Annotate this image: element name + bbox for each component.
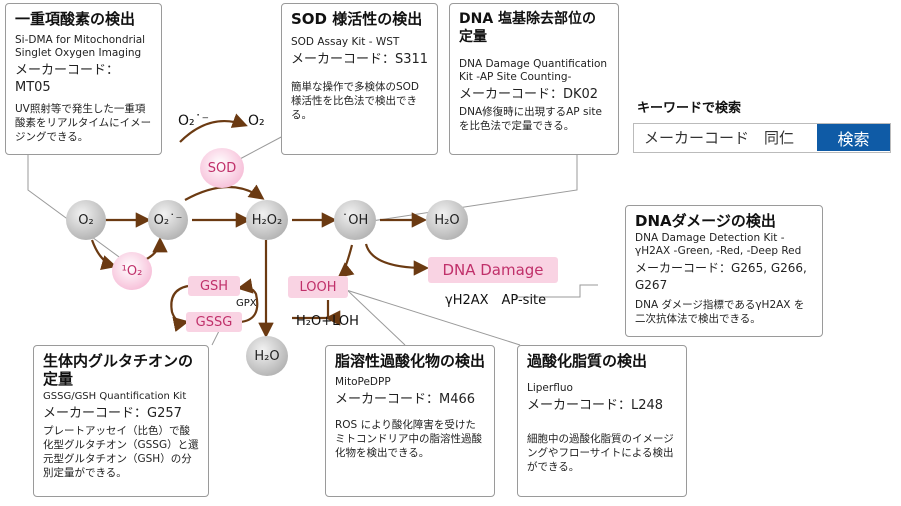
oxygen-top-label: O₂ <box>248 113 265 129</box>
superoxide-node: O₂˙⁻ <box>148 200 188 240</box>
liperfluo-card[interactable]: 過酸化脂質の検出 Liperfluo メーカーコード：L248 細胞中の過酸化脂… <box>517 345 687 497</box>
product-name: DNA Damage Detection Kit - γH2AX -Green,… <box>635 232 802 257</box>
product-name: DNA Damage Quantification Kit -AP Site C… <box>459 58 608 83</box>
hydroxyl-radical-node: ˙OH <box>334 200 376 240</box>
search-button[interactable]: 検索 <box>817 124 890 151</box>
oxygen-node: O₂ <box>66 200 106 240</box>
superoxide-top-label: O₂˙⁻ <box>178 113 210 129</box>
gsh-tag: GSH <box>188 276 240 296</box>
singlet-oxygen-card[interactable]: 一重項酸素の検出 Si-DMA for Mitochondrial Single… <box>5 3 162 155</box>
product-name: SOD Assay Kit - WST <box>291 36 400 48</box>
water-loh-label: H₂O+LOH <box>296 314 359 329</box>
glutathione-card[interactable]: 生体内グルタチオンの定量 GSSG/GSH Quantification Kit… <box>33 345 209 497</box>
card-description: DNA ダメージ指標であるγH2AX を二次抗体法で検出できる。 <box>635 299 805 325</box>
maker-code: メーカーコード：G257 <box>43 406 182 421</box>
water-node-bottom: H₂O <box>246 336 288 376</box>
gh2ax-ap-site-label: γH2AX AP-site <box>445 293 547 308</box>
card-title: 脂溶性過酸化物の検出 <box>335 352 486 370</box>
card-title: 過酸化脂質の検出 <box>527 352 648 370</box>
maker-code: メーカーコード：M466 <box>335 392 476 407</box>
sod-activity-card[interactable]: SOD 様活性の検出 SOD Assay Kit - WST メーカーコード：S… <box>281 3 438 155</box>
product-name: Si-DMA for Mitochondrial Singlet Oxygen … <box>15 34 146 59</box>
gpx-label: GPX <box>236 298 257 309</box>
sod-enzyme-node: SOD <box>200 148 244 188</box>
card-title: DNA 塩基除去部位の定量 <box>459 11 597 45</box>
card-description: UV照射等で発生した一重項酸素をリアルタイムにイメージングできる。 <box>15 103 152 143</box>
card-title: SOD 様活性の検出 <box>291 10 423 28</box>
card-title: 生体内グルタチオンの定量 <box>43 352 194 388</box>
search-heading: キーワードで検索 <box>637 101 742 116</box>
card-description: 細胞中の過酸化脂質のイメージングやフローサイトによる検出ができる。 <box>527 433 674 473</box>
product-name: Liperfluo <box>527 382 573 394</box>
singlet-oxygen-node: ¹O₂ <box>112 252 152 290</box>
maker-code: メーカーコード：L248 <box>527 398 664 413</box>
maker-code: メーカーコード：MT05 <box>15 63 120 95</box>
maker-code: メーカーコード：DK02 <box>459 87 599 102</box>
card-title: DNAダメージの検出 <box>635 212 776 230</box>
water-node-right: H₂O <box>426 200 468 240</box>
card-description: プレートアッセイ（比色）で酸化型グルタチオン（GSSG）と還元型グルタチオン（G… <box>43 425 199 479</box>
card-description: DNA修復時に出現するAP site を比色法で定量できる。 <box>459 106 602 132</box>
product-name: GSSG/GSH Quantification Kit <box>43 391 187 402</box>
ap-site-card[interactable]: DNA 塩基除去部位の定量 DNA Damage Quantification … <box>449 3 619 155</box>
hydrogen-peroxide-node: H₂O₂ <box>246 200 288 240</box>
card-title: 一重項酸素の検出 <box>15 10 136 28</box>
dna-damage-tag: DNA Damage <box>428 257 558 283</box>
dna-damage-card[interactable]: DNAダメージの検出 DNA Damage Detection Kit - γH… <box>625 205 823 337</box>
card-description: 簡単な操作で多検体のSOD様活性を比色法で検出できる。 <box>291 81 420 121</box>
search-input[interactable] <box>634 124 817 151</box>
lipid-peroxide-card[interactable]: 脂溶性過酸化物の検出 MitoPeDPP メーカーコード：M466 ROS によ… <box>325 345 495 497</box>
maker-code: メーカーコード：S311 <box>291 52 429 67</box>
search-bar: 検索 <box>633 123 891 153</box>
product-name: MitoPeDPP <box>335 376 391 388</box>
card-description: ROS により酸化障害を受けたミトコンドリア中の脂溶性過酸化物を検出できる。 <box>335 419 482 459</box>
gssg-tag: GSSG <box>186 312 242 332</box>
looh-tag: LOOH <box>288 276 348 298</box>
maker-code: メーカーコード：G265, G266, G267 <box>635 261 807 292</box>
